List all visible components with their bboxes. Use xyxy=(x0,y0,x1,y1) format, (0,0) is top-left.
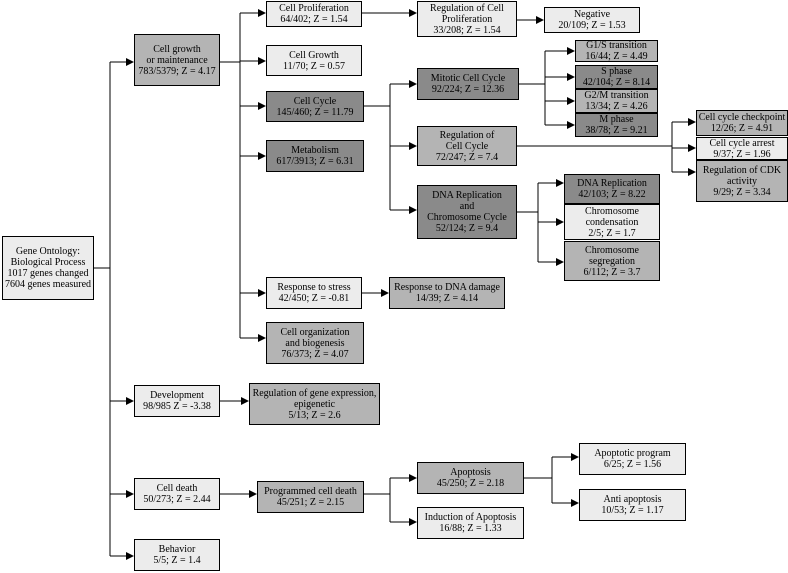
node-root: Gene Ontology: Biological Process 1017 g… xyxy=(2,236,94,300)
node-apoptosis: Apoptosis 45/250; Z = 2.18 xyxy=(417,462,524,494)
node-negative: Negative 20/109; Z = 1.53 xyxy=(544,7,640,33)
node-regulation-of-cell-proliferation: Regulation of Cell Proliferation 33/208;… xyxy=(417,1,517,37)
node-chromosome-segregation: Chromosome segregation 6/112; Z = 3.7 xyxy=(564,241,660,281)
node-m-phase: M phase 38/78; Z = 9.21 xyxy=(575,113,658,137)
node-cell-cycle: Cell Cycle 145/460; Z = 11.79 xyxy=(266,91,364,122)
node-cell-proliferation: Cell Proliferation 64/402; Z = 1.54 xyxy=(266,1,362,27)
node-cell-cycle-checkpoint: Cell cycle checkpoint 12/26; Z = 4.91 xyxy=(696,110,788,136)
node-cell-growth-or-maintenance: Cell growth or maintenance 783/5379; Z =… xyxy=(134,34,220,86)
node-development: Development 98/985 Z = -3.38 xyxy=(134,385,220,417)
node-behavior: Behavior 5/5; Z = 1.4 xyxy=(134,539,220,571)
node-regulation-of-cdk-activity: Regulation of CDK activity 9/29; Z = 3.3… xyxy=(696,160,788,202)
node-metabolism: Metabolism 617/3913; Z = 6.31 xyxy=(266,140,364,172)
node-programmed-cell-death: Programmed cell death 45/251; Z = 2.15 xyxy=(257,481,364,513)
node-induction-of-apoptosis: Induction of Apoptosis 16/88; Z = 1.33 xyxy=(417,507,524,539)
node-regulation-of-cell-cycle: Regulation of Cell Cycle 72/247; Z = 7.4 xyxy=(417,126,517,166)
node-anti-apoptosis: Anti apoptosis 10/53; Z = 1.17 xyxy=(579,489,686,521)
node-dna-replication: DNA Replication 42/103; Z = 8.22 xyxy=(564,174,660,204)
node-response-to-stress: Response to stress 42/450; Z = -0.81 xyxy=(266,277,362,309)
node-dna-replication-and-chromosome-cycle: DNA Replication and Chromosome Cycle 52/… xyxy=(417,185,517,239)
node-chromosome-condensation: Chromosome condensation 2/5; Z = 1.7 xyxy=(564,204,660,240)
node-cell-organization-and-biogenesis: Cell organization and biogenesis 76/373;… xyxy=(266,322,364,364)
node-cell-death: Cell death 50/273; Z = 2.44 xyxy=(134,478,220,510)
node-s-phase: S phase 42/104; Z = 8.14 xyxy=(575,65,658,89)
node-g2m-transition: G2/M transition 13/34; Z = 4.26 xyxy=(575,89,658,113)
node-mitotic-cell-cycle: Mitotic Cell Cycle 92/224; Z = 12.36 xyxy=(417,68,519,100)
node-regulation-of-gene-expression-epigenetic: Regulation of gene expression, epigeneti… xyxy=(249,383,380,425)
node-cell-growth: Cell Growth 11/70; Z = 0.57 xyxy=(266,45,362,76)
node-cell-cycle-arrest: Cell cycle arrest 9/37; Z = 1.96 xyxy=(696,137,788,160)
node-apoptotic-program: Apoptotic program 6/25; Z = 1.56 xyxy=(579,443,686,475)
node-response-to-dna-damage: Response to DNA damage 14/39; Z = 4.14 xyxy=(389,277,505,309)
node-g1s-transition: G1/S transition 16/44; Z = 4.49 xyxy=(575,40,658,62)
